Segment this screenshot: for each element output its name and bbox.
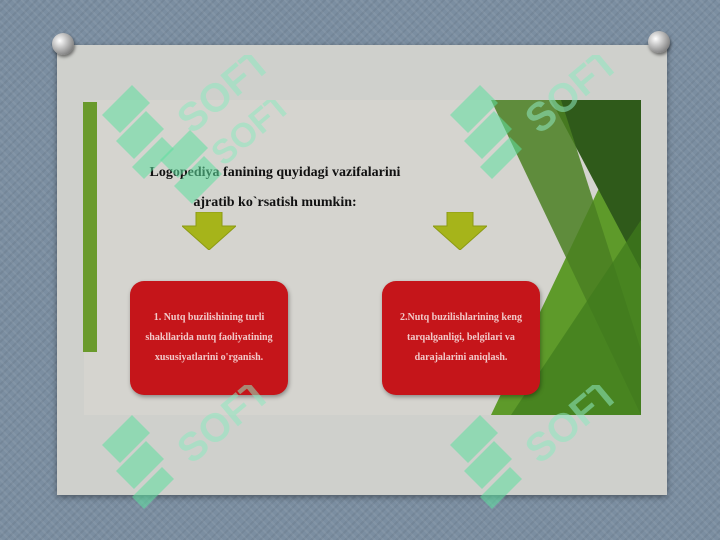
arrow-down-icon xyxy=(433,212,487,250)
green-side-stripe xyxy=(83,102,97,352)
title-line-2: ajratib ko`rsatish mumkin: xyxy=(193,195,357,210)
task-box-left: 1. Nutq buzilishining turli shakllarida … xyxy=(130,281,288,395)
slide-title: Logopediya fanining quyidagi vazifalarin… xyxy=(110,158,440,218)
arrow-down-icon xyxy=(182,212,236,250)
task-box-right: 2.Nutq buzilishlarining keng tarqalganli… xyxy=(382,281,540,395)
task-text-right: 2.Nutq buzilishlarining keng tarqalganli… xyxy=(400,312,522,363)
title-line-1: Logopediya fanining quyidagi vazifalarin… xyxy=(149,165,401,180)
task-text-left: 1. Nutq buzilishining turli shakllarida … xyxy=(145,312,273,363)
pushpin-icon xyxy=(52,33,74,55)
pushpin-icon xyxy=(648,31,670,53)
